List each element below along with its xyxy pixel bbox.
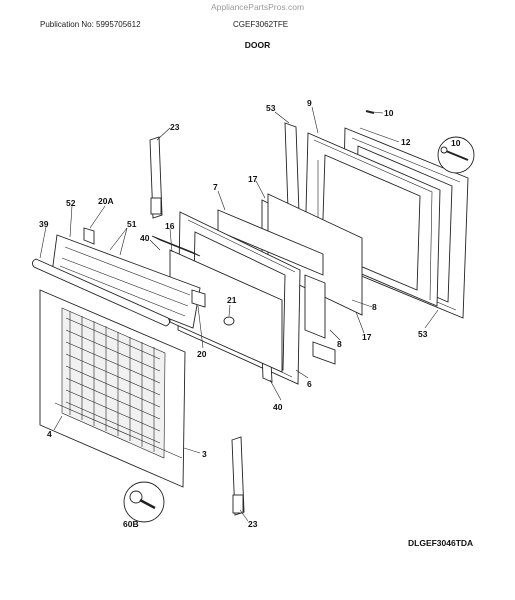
part-7-window-glass	[217, 209, 324, 276]
callout-4: 4	[47, 429, 52, 439]
callout-10-detail: 10	[451, 138, 461, 148]
part-8-insulation	[304, 274, 336, 365]
callout-60b: 60B	[123, 519, 139, 529]
part-23-hinge-top	[149, 136, 163, 219]
callout-53-bottom: 53	[418, 329, 428, 339]
model-number: CGEF3062TFE	[233, 20, 289, 29]
callout-8-right: 8	[372, 302, 377, 312]
part-60b-screw-detail	[123, 481, 165, 523]
part-21-label	[223, 316, 235, 326]
leader-lines	[39, 106, 439, 522]
callout-20a: 20A	[98, 196, 114, 206]
part-52-handle-trim	[51, 234, 201, 329]
callout-17-bottom: 17	[362, 332, 372, 342]
callout-17-top: 17	[248, 174, 258, 184]
callout-21: 21	[227, 295, 237, 305]
part-39-door-handle	[31, 258, 171, 327]
callout-6: 6	[307, 379, 312, 389]
callout-39: 39	[39, 219, 49, 229]
part-23-hinge-bottom	[231, 436, 245, 516]
callout-20: 20	[197, 349, 207, 359]
part-20-end-caps	[83, 227, 206, 308]
callout-7: 7	[213, 182, 218, 192]
callout-10-top: 10	[384, 108, 394, 118]
callout-8-bottom: 8	[337, 339, 342, 349]
callout-53-top: 53	[266, 103, 276, 113]
callout-16: 16	[165, 221, 175, 231]
callout-51: 51	[127, 219, 137, 229]
callout-labels: 23 53 9 10 12 10 7 17 52 20A 39 51 40 16…	[39, 98, 461, 529]
part-10-screw-detail	[437, 136, 475, 174]
part-10-screw	[365, 110, 375, 114]
callout-12: 12	[401, 137, 411, 147]
part-3-outer-door-panel	[39, 289, 186, 488]
watermark: AppliancePartsPros.com	[210, 2, 305, 12]
callout-40-bottom: 40	[273, 402, 283, 412]
callout-52: 52	[66, 198, 76, 208]
callout-9: 9	[307, 98, 312, 108]
publication-number: Publication No: 5995705612	[40, 20, 141, 29]
callout-40-top: 40	[140, 233, 150, 243]
callout-3: 3	[202, 449, 207, 459]
diagram-code: DLGEF3046TDA	[408, 538, 474, 548]
callout-23-bottom: 23	[248, 519, 258, 529]
diagram-title: DOOR	[244, 40, 271, 50]
callout-23-top: 23	[170, 122, 180, 132]
